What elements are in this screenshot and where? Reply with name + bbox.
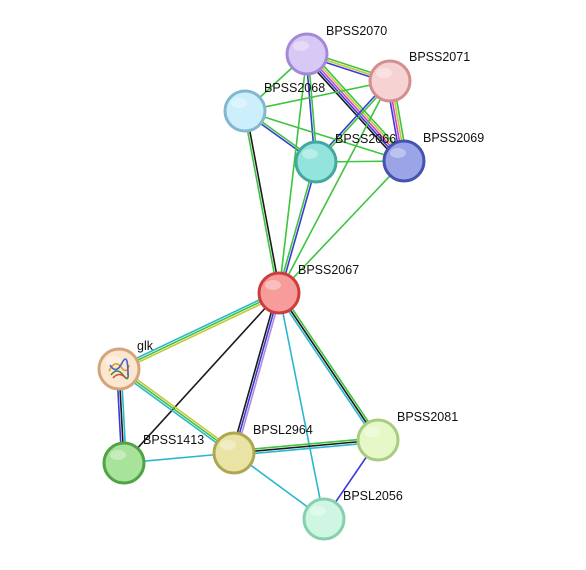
edge-line (279, 162, 318, 294)
node-circle[interactable] (212, 431, 256, 475)
node-highlight (265, 280, 281, 290)
node-highlight (364, 427, 380, 437)
edge-line (119, 294, 281, 372)
edge-BPSS2067-BPSL2056 (278, 292, 325, 520)
edge-line (308, 51, 407, 161)
node-label-BPSL2056: BPSL2056 (343, 489, 403, 503)
node-highlight (293, 41, 309, 51)
node-circle[interactable] (257, 271, 301, 315)
edge-line (306, 53, 405, 162)
node-BPSS1413[interactable] (102, 441, 146, 485)
edge-line (278, 80, 391, 294)
edge-BPSS2067-BPSS2068 (243, 110, 281, 294)
nodes-layer (97, 32, 426, 541)
edge-line (231, 292, 278, 453)
node-circle[interactable] (223, 89, 267, 133)
node-circle[interactable] (356, 418, 400, 462)
node-label-BPSS2067: BPSS2067 (298, 263, 359, 277)
node-highlight (310, 506, 326, 516)
edge-BPSS2071-BPSS2068 (244, 80, 391, 112)
node-label-BPSS2071: BPSS2071 (409, 50, 470, 64)
edge-line (118, 368, 235, 454)
edge-line (235, 293, 282, 454)
node-circle[interactable] (382, 139, 426, 183)
node-label-BPSS1413: BPSS1413 (143, 433, 204, 447)
node-glk[interactable] (97, 347, 141, 391)
edge-BPSS2067-BPSS1413 (123, 292, 280, 464)
edge-line (244, 110, 405, 162)
edge-BPSS2070-BPSS2069 (303, 50, 408, 165)
node-highlight (231, 98, 247, 108)
edge-glk-BPSL2964 (117, 366, 236, 456)
edge-line (233, 437, 378, 452)
node-circle[interactable] (302, 497, 346, 541)
edge-BPSS2067-BPSS2066 (277, 161, 318, 294)
edge-BPSS2068-BPSS2069 (244, 110, 405, 162)
edge-line (309, 50, 408, 159)
node-highlight (390, 148, 406, 158)
edge-BPSL2964-BPSS2081 (233, 437, 379, 456)
edge-BPSS2067-glk (117, 290, 281, 372)
edge-BPSS2067-BPSL2964 (231, 292, 282, 454)
node-BPSS2081[interactable] (356, 418, 400, 462)
node-highlight (220, 440, 236, 450)
edge-line (243, 111, 279, 294)
edge-line (117, 370, 234, 456)
node-BPSS2066[interactable] (294, 140, 338, 184)
edge-BPSS2067-BPSS2069 (278, 160, 405, 294)
edge-line (234, 441, 379, 456)
edge-line (278, 292, 379, 441)
node-label-BPSS2069: BPSS2069 (423, 131, 484, 145)
node-highlight (110, 450, 126, 460)
edge-line (277, 161, 316, 293)
node-BPSL2964[interactable] (212, 431, 256, 475)
protein-structure-icon (108, 358, 130, 380)
node-circle[interactable] (368, 59, 412, 103)
node-circle[interactable] (285, 32, 329, 76)
node-BPSS2067[interactable] (257, 271, 301, 315)
edge-line (123, 292, 280, 464)
edge-line (244, 80, 391, 112)
edge-BPSS2067-BPSS2070 (278, 53, 308, 294)
edge-line (118, 292, 280, 370)
edge-line (304, 54, 403, 164)
edge-line (278, 292, 325, 520)
node-circle[interactable] (97, 347, 141, 391)
edge-line (119, 366, 236, 452)
node-highlight (302, 149, 318, 159)
edge-line (233, 292, 280, 454)
edge-BPSS2067-BPSS2081 (276, 291, 381, 442)
protein-ribbon (112, 373, 127, 379)
edge-BPSS2067-BPSS2071 (278, 80, 391, 294)
node-BPSS2071[interactable] (368, 59, 412, 103)
edge-line (278, 53, 308, 294)
edge-line (245, 110, 281, 293)
node-label-BPSS2068: BPSS2068 (264, 81, 325, 95)
edge-line (303, 56, 402, 165)
protein-ribbon (109, 358, 129, 376)
edge-line (280, 291, 381, 440)
node-label-BPSS2066: BPSS2066 (335, 132, 396, 146)
edge-line (276, 293, 377, 442)
edge-line (233, 439, 379, 454)
node-BPSS2068[interactable] (223, 89, 267, 133)
node-highlight (376, 68, 392, 78)
edge-line (278, 160, 405, 294)
node-circle[interactable] (294, 140, 338, 184)
node-circle[interactable] (102, 441, 146, 485)
node-label-BPSL2964: BPSL2964 (253, 423, 313, 437)
node-BPSS2069[interactable] (382, 139, 426, 183)
node-BPSS2070[interactable] (285, 32, 329, 76)
node-label-BPSS2081: BPSS2081 (397, 410, 458, 424)
edge-line (117, 290, 279, 368)
node-label-glk: glk (137, 339, 154, 353)
node-label-BPSS2070: BPSS2070 (326, 24, 387, 38)
node-BPSL2056[interactable] (302, 497, 346, 541)
